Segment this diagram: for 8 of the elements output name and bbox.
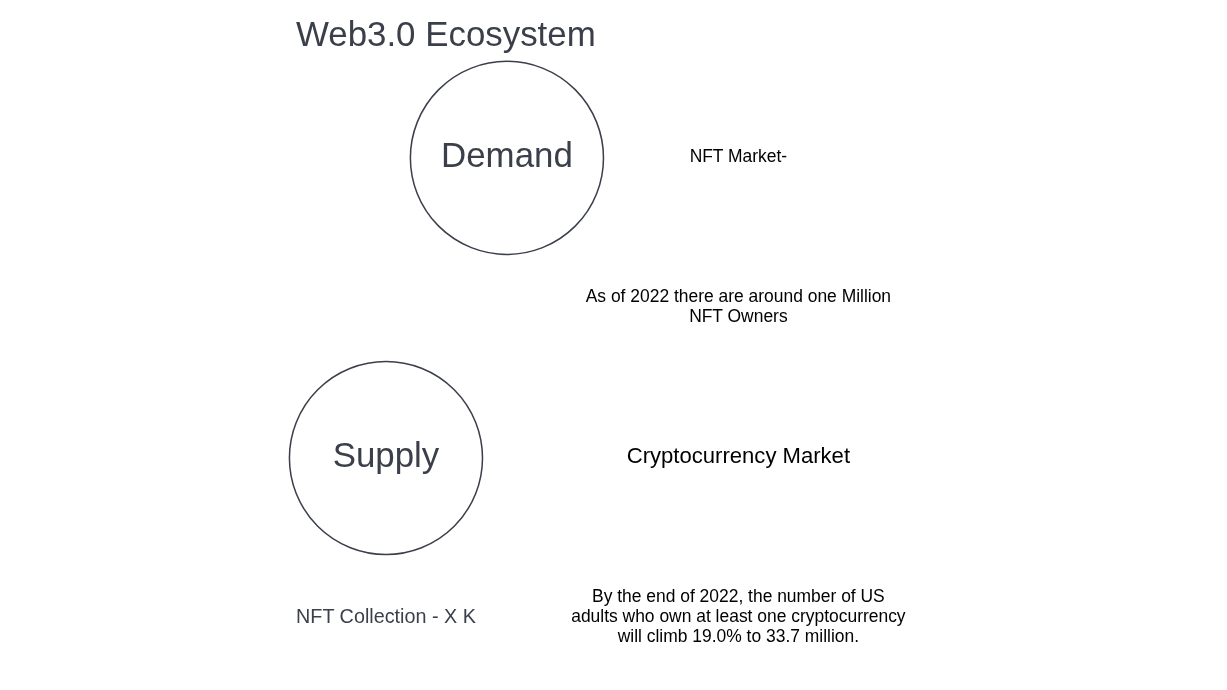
node-circle: Supply (288, 360, 483, 555)
label: As of 2022 there are around one Million NFT Owners (585, 285, 891, 326)
node-label: NFT Collection - X K (295, 604, 476, 627)
label: Cryptocurrency Market (626, 442, 850, 468)
node-circle: Demand (409, 60, 604, 255)
diagram-title: Web3.0 Ecosystem (295, 13, 596, 53)
label: NFT Market- (689, 145, 787, 166)
label: By the end of 2022, the number of US adults who own at least one cryptocurrency will climb 19.0% to 33.7 million. (570, 585, 906, 646)
